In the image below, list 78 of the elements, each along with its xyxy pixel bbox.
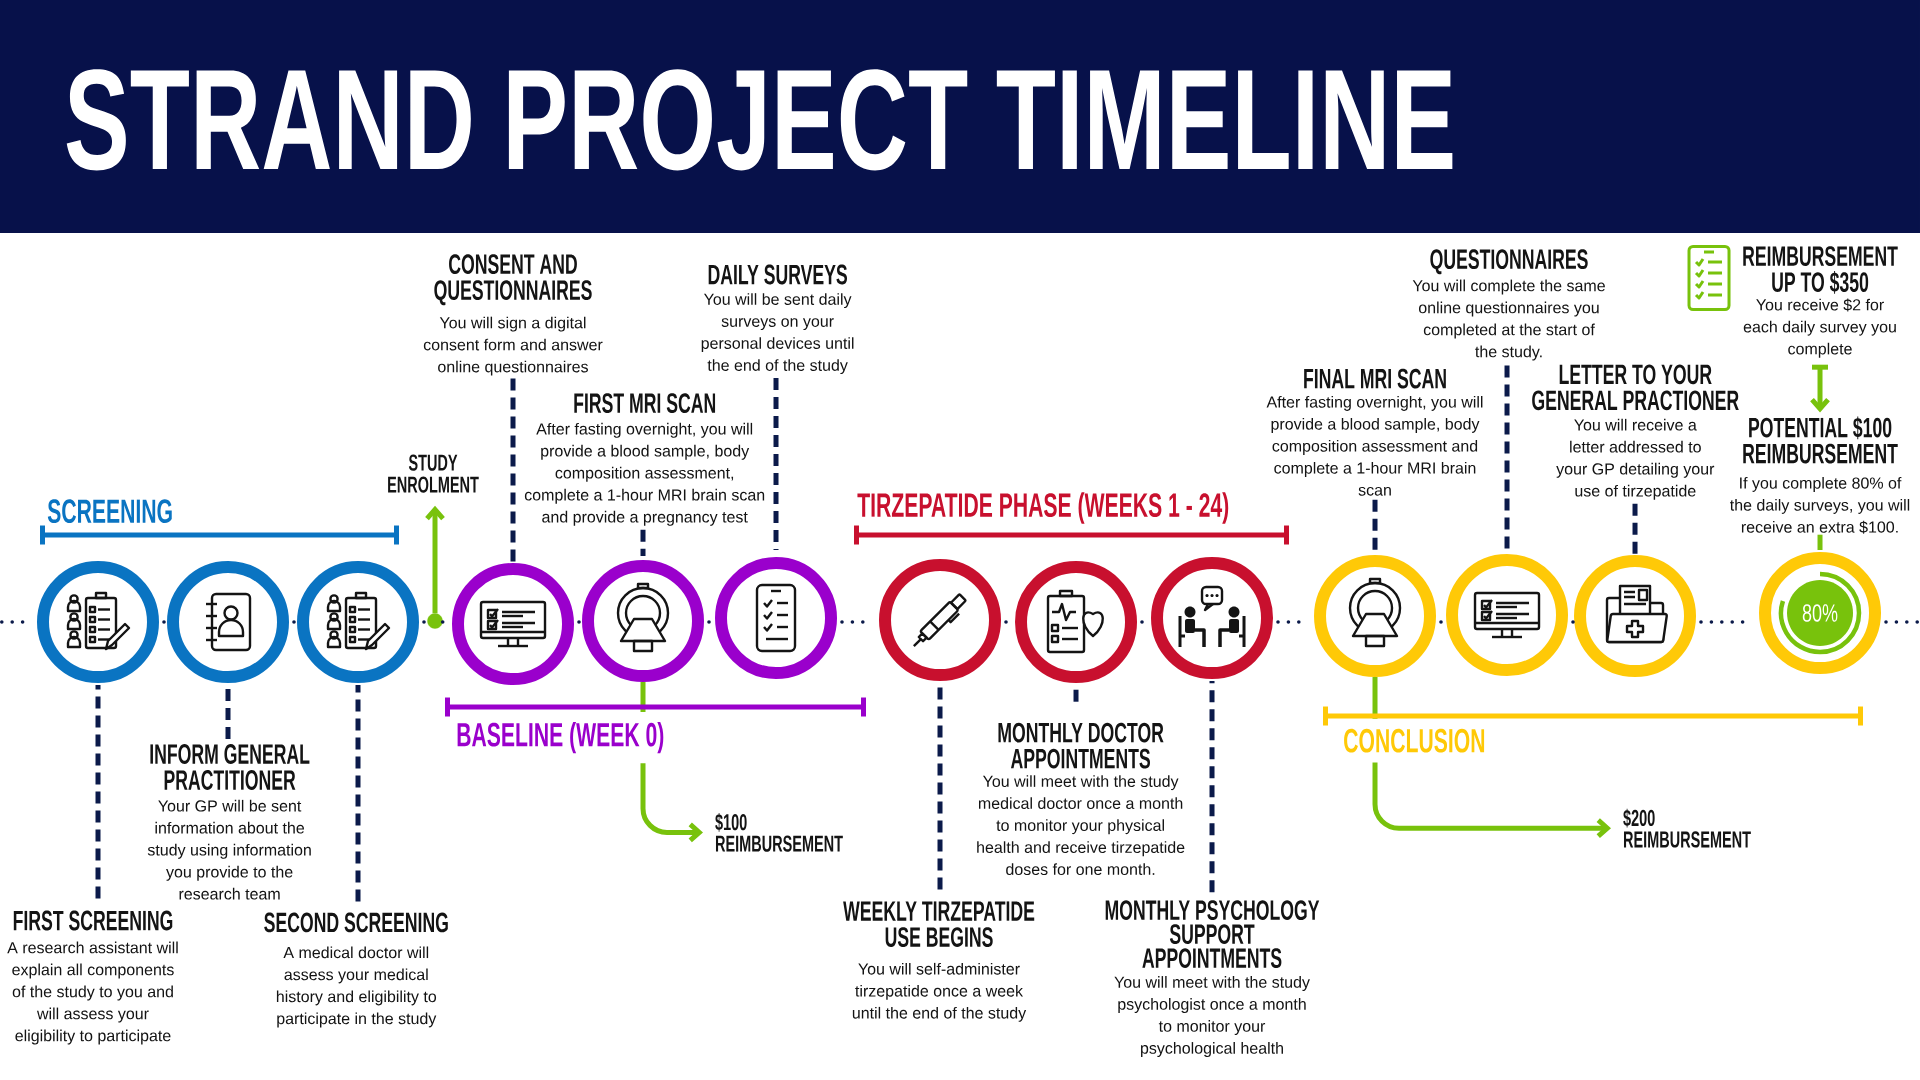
step-description: You receive $2 for each daily survey you complete [1743,298,1896,358]
reimbursement-label: $200 REIMBURSEMENT [1623,808,1751,848]
arrow [425,505,445,614]
step-description: You will be sent daily surveys on your personal devices until the end of the study [701,293,854,375]
timeline-line [575,620,581,624]
step-description: A medical doctor will assess your medical history and eligibility to participate in the study [276,946,437,1028]
timeline-circle [1314,555,1436,677]
phase-label: SCREENING [47,499,172,524]
leader-line [1372,499,1378,553]
timeline-line [1276,620,1302,624]
leader-line [773,378,779,550]
step-description: After fasting overnight, you will provide a blood sample, body composition assessment and complete a 1-hour MRI brain scan [1266,395,1483,496]
leader-line [510,378,516,562]
timeline-circle [1759,552,1881,674]
phase-label: CONCLUSION [1344,728,1485,753]
timeline-line [1439,620,1443,624]
timeline-line [160,620,166,624]
step-title: REIMBURSEMENT UP TO $350 [1743,246,1898,294]
step-description: You will complete the same online questionnaires you completed at the start of the study. [1412,279,1605,361]
timeline-line [440,620,446,624]
timeline-line [422,620,427,624]
timeline-line [1884,620,1920,624]
timeline-line [840,620,866,624]
timeline-circle [879,559,1001,681]
timeline-line [0,620,26,624]
timeline-circle [1151,557,1273,679]
step-title: CONSENT AND QUESTIONNAIRES [434,254,592,306]
step-description: If you complete 80% of the daily surveys, you will receive an extra $100. [1730,477,1910,534]
timeline-circle [1446,554,1568,676]
step-description: A research assistant will explain all components of the study to you and will assess your eligibility to participate [7,941,178,1045]
timeline-dot [427,613,443,629]
step-title: FINAL MRI SCAN [1304,368,1446,389]
step-description: You will receive a letter addressed to your GP detailing your use of tirzepatide [1556,418,1715,500]
leader-line [355,685,361,902]
step-title: WEEKLY TIRZEPATIDE USE BEGINS [843,901,1035,947]
step-title: LETTER TO YOUR GENERAL PRACTIONER [1532,364,1739,411]
step-description: You will meet with the study medical doctor once a month to monitor your physical health and receive tirzepatide doses for one month. [977,775,1185,875]
step-description: After fasting overnight, you will provide a blood sample, body composition assessment, complete a 1-hour MRI brain scan and provide a pregnancy test [524,422,765,526]
step-description: You will sign a digital consent form and answer online questionnaires [423,316,603,376]
connector-line [1817,534,1823,550]
leader-line [95,685,101,899]
timeline-circle [582,560,704,682]
step-title: INFORM GENERAL PRACTITIONER [150,744,310,790]
step-title: MONTHLY DOCTOR APPOINTMENTS [998,722,1164,769]
timeline-circle [1015,561,1137,683]
timeline-circle [167,561,289,683]
step-title: STUDY ENROLMENT [388,454,479,493]
timeline-circle [37,561,159,683]
timeline-line [290,620,296,624]
phase-label: BASELINE (WEEK 0) [457,721,664,754]
leader-line [1632,503,1638,554]
step-description: You will meet with the study psychologist once a month to monitor your psychological health [1114,976,1310,1057]
title: STRAND PROJECT TIMELINE [66,69,1453,171]
step-title: QUESTIONNAIRES [1430,249,1588,275]
step-title: SECOND SCREENING [264,912,448,933]
step-title: DAILY SURVEYS [708,264,847,285]
reimbursement-label: $100 REIMBURSEMENT [715,813,843,852]
timeline-line [1699,620,1746,624]
step-title: FIRST MRI SCAN [574,393,716,414]
timeline-circle [297,561,419,683]
arrow [1810,364,1830,413]
step-description: Your GP will be sent information about the study using information you provide to the research team [147,799,311,900]
timeline-circle [452,563,574,685]
timeline-line [1004,620,1009,624]
percent-label: 80% [1802,604,1838,622]
timeline-line [707,620,712,624]
arrow [1372,677,1611,839]
timeline-circle [715,557,837,679]
leader-line [1209,681,1215,893]
step-title: MONTHLY PSYCHOLOGY SUPPORT APPOINTMENTS [1105,900,1320,969]
leader-line [1073,689,1079,702]
leader-line [640,529,646,556]
step-title: FIRST SCREENING [13,910,173,931]
timeline-circle [1574,555,1696,677]
step-title: POTENTIAL $100 REIMBURSEMENT [1743,416,1898,464]
timeline-line [1140,620,1145,624]
step-description: You will self-administer tirzepatide once a week until the end of the study [852,962,1027,1022]
phase-label: TIRZEPATIDE PHASE (WEEKS 1 - 24) [857,492,1229,524]
